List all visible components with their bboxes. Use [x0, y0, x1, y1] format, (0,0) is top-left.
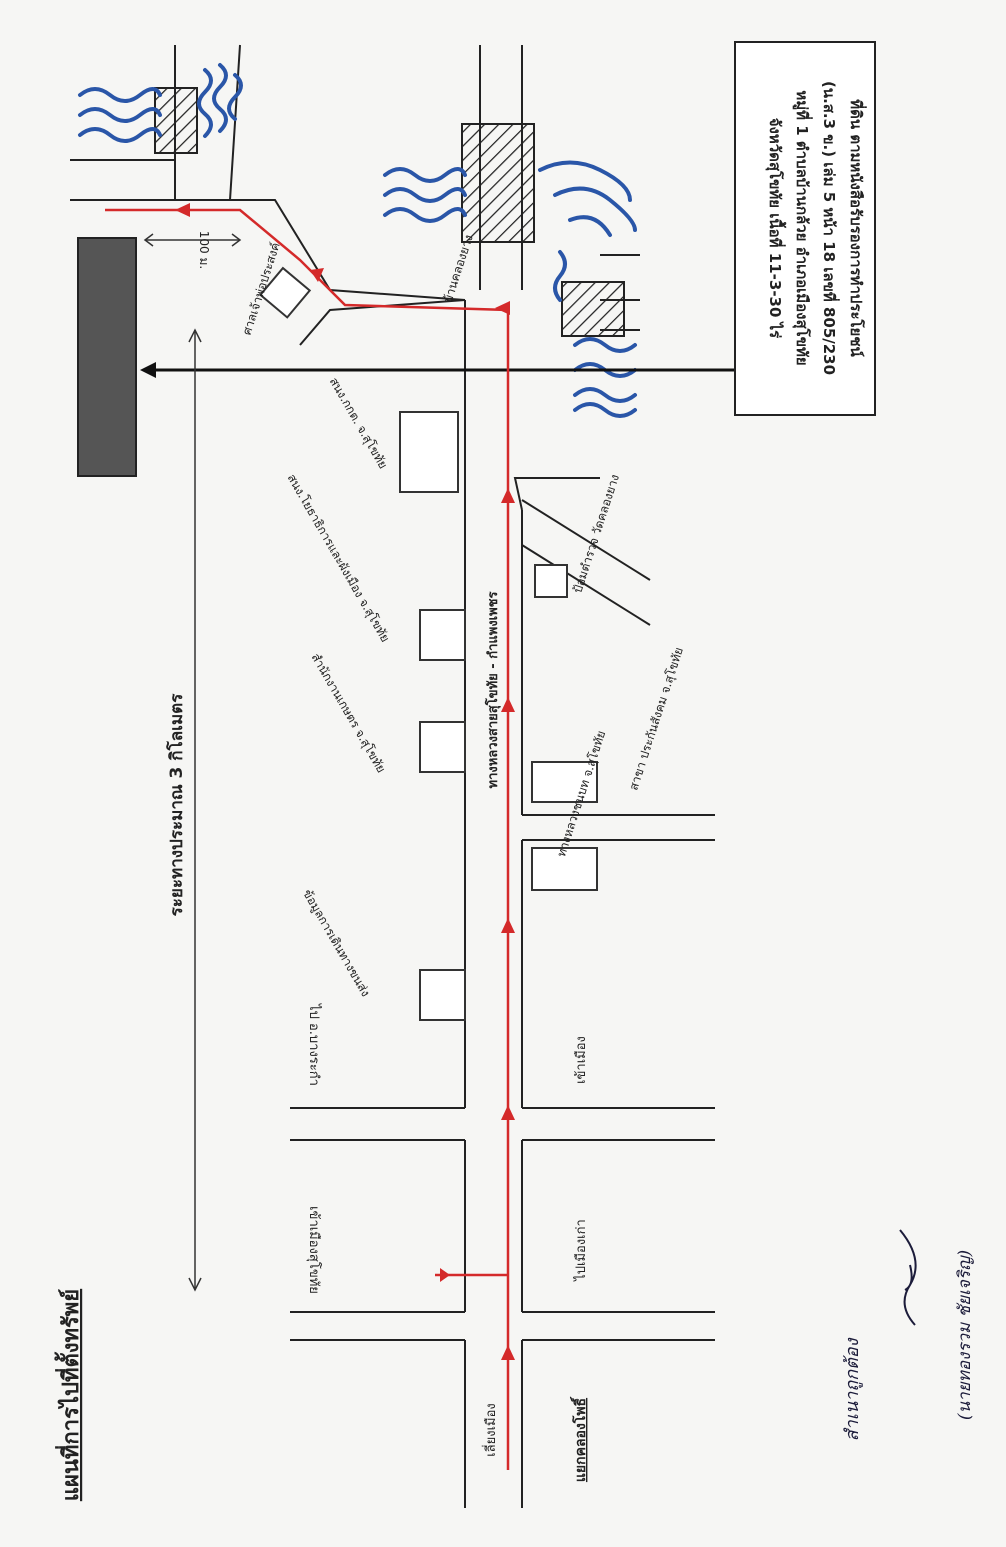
- distance-label: ระยะทางประมาณ 3 กิโลเมตร: [166, 693, 187, 917]
- info-box: [734, 41, 876, 416]
- road-bypass: เลี่ยงเมือง: [482, 1403, 499, 1457]
- scale-label: 100 ม.: [197, 231, 211, 269]
- info-line-2: (น.ส.3 ข.) เล่ม 5 หน้า 18 เลขที่ 805/230: [820, 81, 840, 375]
- label-p5: สนง.โยธาธิการและผังเมือง จ.สุโขทัย: [284, 472, 393, 645]
- label-p7: สนง.กกต. จ.สุโขทัย: [326, 375, 390, 472]
- building-p1: [419, 969, 466, 1021]
- info-line-4: จังหวัดสุโขทัย เนื้อที่ 11-3-30 ไร่: [765, 118, 787, 339]
- label-p9: บ้านคลองยาง: [441, 233, 476, 305]
- building-p5: [419, 609, 466, 661]
- building-p7: [399, 411, 459, 493]
- info-box-text: ที่ดิน ตามหนังสือรับรองการทำประโยชน์ (น.…: [765, 81, 867, 375]
- hatched-buildings: [154, 87, 625, 337]
- road-ban-dan: เข้าเมือง: [573, 1036, 589, 1084]
- map-title: แผนที่การไปที่ตั้งทรัพย์: [54, 1289, 84, 1501]
- building-p4: [531, 761, 598, 803]
- main-road-label: ทางหลวงสายสุโขทัย - กำแพงเพชร: [484, 592, 501, 789]
- parcel-pointer: [140, 362, 735, 378]
- road-old-town: ไปเมืองเก่า: [573, 1219, 589, 1282]
- village-hall: [461, 123, 535, 243]
- land-parcel: [77, 237, 137, 477]
- info-line-1: ที่ดิน ตามหนังสือรับรองการทำประโยชน์: [847, 99, 867, 357]
- distance-arrow: [188, 328, 202, 1292]
- building-p2: [531, 847, 598, 891]
- junction-label: แยกคลองโพธิ์: [569, 1396, 589, 1482]
- signature-line-2: (นายทองรวม ชัยเจริญ): [955, 1250, 975, 1420]
- route-arrows: [175, 203, 515, 1360]
- water-lines: [78, 63, 637, 418]
- label-p6: ป้อมตำรวจ วัดคลองยาง: [570, 473, 622, 595]
- road-new-town: เข้าเมืองสุโขทัย: [306, 1206, 322, 1294]
- scale-bar: [143, 233, 242, 247]
- info-line-3: หมู่ที่ 1 ตำบลบ้านกล้วย อำเภอเมืองสุโขทั…: [792, 90, 813, 365]
- building-p3: [419, 721, 466, 773]
- building-p8: [258, 266, 312, 319]
- building-p6: [534, 564, 568, 598]
- signature-line-1: สำเนาถูกต้อง: [842, 1337, 863, 1441]
- road-bang-rakam: ไป อ.บางระกำ: [306, 1003, 322, 1086]
- buildings: [258, 266, 598, 1021]
- signature-mark: [899, 1229, 917, 1326]
- label-p3: สำนักงานเกษตร จ.สุโขทัย: [308, 651, 389, 776]
- label-p1: ข้อมูลการเดินทางขนส่ง: [299, 887, 373, 1000]
- label-p4: สาขา ประกันสังคม จ.สุโขทัย: [626, 646, 686, 793]
- temple-top: [154, 87, 198, 154]
- temple-right: [561, 281, 625, 337]
